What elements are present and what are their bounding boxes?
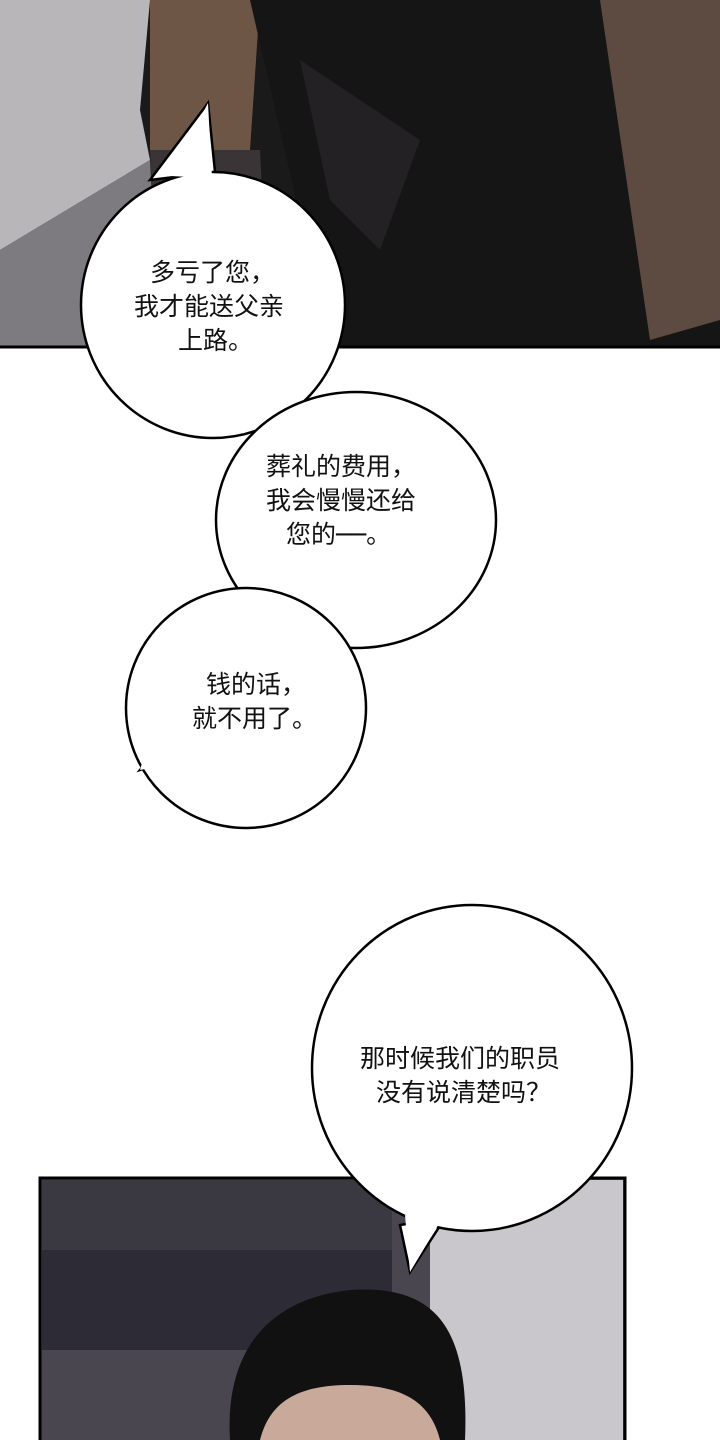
bubble-text-1: 多亏了您， 我才能送父亲上路。 [134, 256, 284, 358]
bubble-line: 上路。 [178, 326, 254, 355]
man-face [260, 1385, 440, 1440]
bubble-line: 葬礼的费用， [266, 452, 417, 481]
floor [0, 0, 150, 250]
bubble-text-2: 葬礼的费用， 我会慢慢还给您的──。 [266, 450, 416, 552]
desk [150, 0, 260, 150]
bubble-text-3: 钱的话， 就不用了。 [192, 668, 317, 736]
bubble-line: 没有说清楚吗？ [376, 1078, 552, 1107]
speech-bubbles [79, 99, 634, 1276]
bubble-line: 我才能送父亲 [134, 292, 285, 321]
bubble-line: 就不用了。 [192, 704, 318, 733]
bubble-line: 那时候我们的职员 [360, 1044, 561, 1073]
bubble-line: 我会慢慢还给 [266, 486, 417, 515]
bubble-line: 钱的话， [206, 670, 307, 699]
suit [250, 0, 720, 347]
bubble-line: 多亏了您， [150, 258, 276, 287]
bubble-line: 您的──。 [286, 520, 392, 549]
bubble-text-4: 那时候我们的职员没有说清楚吗？ [360, 1042, 560, 1110]
